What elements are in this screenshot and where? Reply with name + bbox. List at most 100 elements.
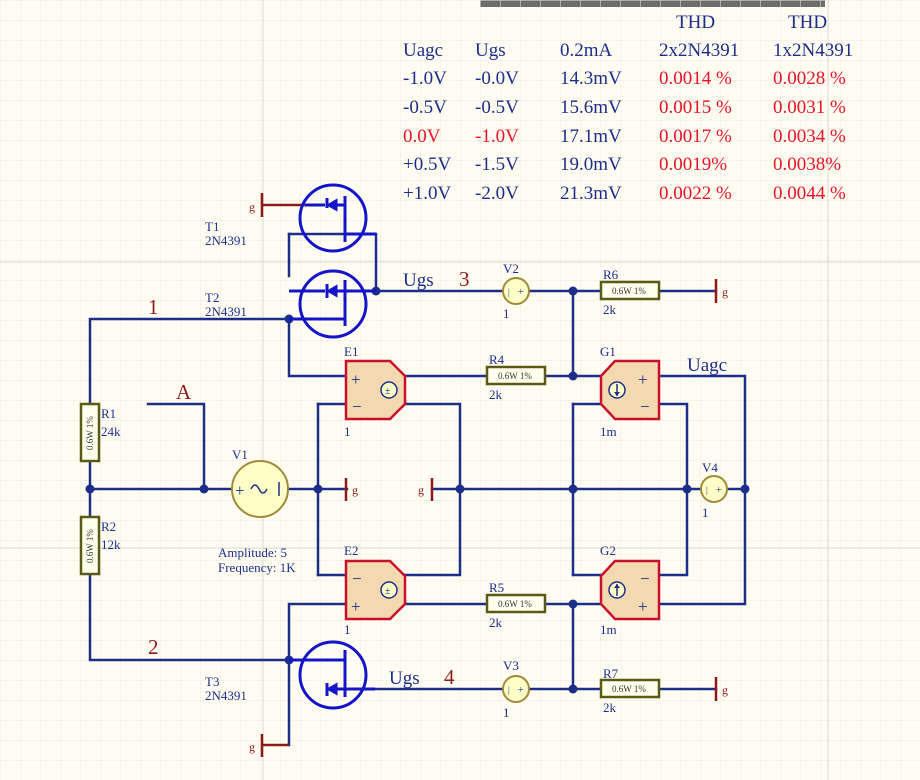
v3-ref: V3 (503, 658, 519, 673)
row4-ugs: -1.5V (475, 154, 519, 175)
r6-body-label: 0.6W 1% (612, 286, 646, 296)
t2-ref: T2 (205, 290, 219, 305)
svg-text:+: + (351, 370, 361, 389)
row1-level: 14.3mV (560, 68, 622, 89)
row4-thd2x: 0.0019% (659, 154, 728, 175)
svg-text:−: − (640, 397, 650, 416)
jfet-t2-symbol[interactable] (289, 269, 376, 339)
v1-amplitude: Amplitude: 5 (218, 545, 287, 560)
row5-thd1x: 0.0044 % (773, 183, 846, 204)
g2-ref: G2 (600, 543, 616, 558)
r5-value: 2k (489, 615, 503, 630)
row2-ugs: -0.5V (475, 97, 519, 118)
v2-value: 1 (503, 306, 510, 321)
net-label-ugs-bottom: Ugs (389, 668, 420, 689)
row2-level: 15.6mV (560, 97, 622, 118)
v2-ref: V2 (503, 261, 519, 276)
r7-body-label: 0.6W 1% (612, 684, 646, 694)
g1-value: 1m (600, 424, 617, 439)
junctions (85, 286, 750, 694)
dc-source-v2[interactable]: | + (502, 277, 530, 305)
r1-ref: R1 (101, 406, 116, 421)
r4-ref: R4 (489, 352, 505, 367)
vccs-g1[interactable]: + − (599, 359, 661, 421)
row3-level: 17.1mV (560, 126, 622, 147)
svg-text:|: | (508, 287, 510, 297)
svg-text:|: | (706, 485, 708, 495)
svg-text:+: + (518, 287, 524, 298)
table-header-uagc: Uagc (403, 40, 444, 61)
svg-text:−: − (352, 397, 362, 416)
net-label-ugs-top: Ugs (403, 270, 434, 291)
svg-text:±: ± (385, 386, 391, 397)
e2-value: 1 (344, 622, 351, 637)
e2-ref: E2 (344, 543, 358, 558)
net-label-uagc: Uagc (687, 355, 727, 376)
row5-level: 21.3mV (560, 183, 622, 204)
svg-text:+: + (235, 481, 245, 500)
r6-value: 2k (603, 302, 617, 317)
svg-text:|: | (508, 685, 510, 695)
resistor-r7[interactable]: 0.6W 1% (599, 678, 661, 699)
row5-ugs: -2.0V (475, 183, 519, 204)
thd-header-col5: THD (788, 12, 828, 33)
row4-uagc: +0.5V (403, 154, 452, 175)
resistor-r1[interactable]: 0.6W 1% (79, 402, 101, 463)
v3-value: 1 (503, 705, 510, 720)
vcvs-e2[interactable]: − + ± (344, 559, 407, 621)
table-header-1x: 1x2N4391 (773, 40, 854, 61)
row1-thd1x: 0.0028 % (773, 68, 846, 89)
net-label-a: A (176, 380, 192, 404)
gnd-label-r7: g (722, 683, 728, 697)
row4-thd1x: 0.0038% (773, 154, 842, 175)
resistor-r2[interactable]: 0.6W 1% (79, 515, 101, 576)
r7-value: 2k (603, 700, 617, 715)
resistor-r4[interactable]: 0.6W 1% (485, 365, 547, 386)
v4-value: 1 (702, 505, 709, 520)
dc-source-v4[interactable]: | + (700, 475, 728, 503)
row3-uagc: 0.0V (403, 126, 441, 147)
resistor-r5[interactable]: 0.6W 1% (485, 593, 547, 614)
net-label-4: 4 (444, 665, 455, 689)
row3-thd1x: 0.0034 % (773, 126, 846, 147)
v1-frequency: Frequency: 1K (218, 560, 296, 575)
row1-ugs: -0.0V (475, 68, 519, 89)
vccs-g2[interactable]: − + (599, 559, 661, 621)
gnd-label-v1: g (352, 483, 358, 497)
dc-source-v3[interactable]: | + (502, 675, 530, 703)
e1-value: 1 (344, 424, 351, 439)
net-label-3: 3 (459, 267, 470, 291)
svg-text:−: − (640, 569, 650, 588)
r2-value: 12k (101, 537, 121, 552)
sine-source-v1[interactable]: + (231, 460, 289, 518)
t1-value: 2N4391 (205, 233, 247, 248)
e1-ref: E1 (344, 344, 358, 359)
v1-ref: V1 (232, 447, 248, 462)
row2-uagc: -0.5V (403, 97, 447, 118)
jfet-t1-symbol[interactable] (298, 183, 376, 253)
svg-text:+: + (351, 597, 361, 616)
r1-body-label: 0.6W 1% (85, 416, 95, 450)
row1-thd2x: 0.0014 % (659, 68, 732, 89)
r1-value: 24k (101, 424, 121, 439)
table-header-2x: 2x2N4391 (659, 40, 740, 61)
table-header-current: 0.2mA (560, 40, 613, 61)
vcvs-e1[interactable]: + − ± (344, 359, 407, 421)
r4-body-label: 0.6W 1% (498, 371, 532, 381)
net-label-1: 1 (148, 295, 159, 319)
jfet-t3-symbol[interactable] (289, 640, 375, 710)
row2-thd2x: 0.0015 % (659, 97, 732, 118)
v4-ref: V4 (702, 460, 718, 475)
row4-level: 19.0mV (560, 154, 622, 175)
gnd-label-t3: g (249, 740, 255, 754)
gnd-label-mid: g (418, 483, 424, 497)
row5-uagc: +1.0V (403, 183, 452, 204)
t3-ref: T3 (205, 674, 219, 689)
r6-ref: R6 (603, 267, 619, 282)
row3-thd2x: 0.0017 % (659, 126, 732, 147)
net-label-2: 2 (148, 635, 159, 659)
resistor-r6[interactable]: 0.6W 1% (599, 280, 661, 301)
svg-text:+: + (518, 685, 524, 696)
